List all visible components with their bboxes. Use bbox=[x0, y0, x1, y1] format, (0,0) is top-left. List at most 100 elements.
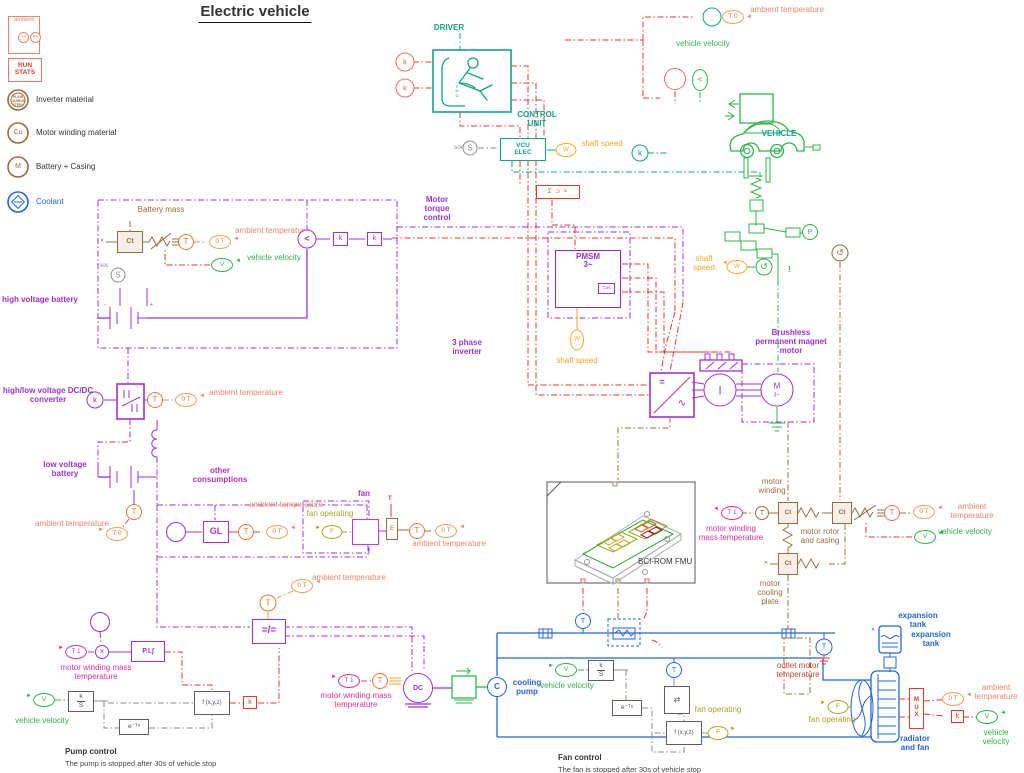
thermometer-sensor[interactable] bbox=[702, 7, 722, 27]
gain-block[interactable]: k bbox=[243, 696, 257, 709]
shaft-speed-label: shaft speed bbox=[693, 254, 715, 272]
power-sensor[interactable]: P bbox=[802, 224, 818, 240]
coolant-temperature-sensor[interactable]: T bbox=[666, 662, 682, 678]
ambient-temperature-tag[interactable]: 0 T bbox=[291, 579, 313, 593]
motor-winding-temp-tag[interactable]: T 1 bbox=[65, 645, 87, 659]
vehicle-velocity-tag[interactable]: V bbox=[976, 710, 998, 724]
function-block[interactable]: f (x,y,z) bbox=[666, 721, 702, 745]
coolant-temperature-sensor[interactable]: T bbox=[575, 613, 591, 629]
soc-sensor[interactable]: S bbox=[462, 140, 478, 156]
arrow-icon: ◄ bbox=[937, 505, 943, 511]
inverter-dc-symbol: = bbox=[659, 377, 665, 387]
constant-source[interactable]: k bbox=[395, 52, 415, 72]
ambient-temperature-tag[interactable]: T 0 bbox=[106, 527, 128, 541]
velocity-comparator[interactable]: < bbox=[692, 69, 708, 91]
torque-sensor[interactable]: ↺ bbox=[831, 244, 849, 262]
rotary-speed-sensor[interactable]: ↺ bbox=[755, 258, 773, 276]
signal-demux-block[interactable]: Σ ⊃ × bbox=[536, 185, 580, 199]
arrow-icon: ► bbox=[820, 700, 826, 706]
temperature-sensor[interactable]: T bbox=[884, 505, 900, 521]
constant-source[interactable]: k bbox=[631, 144, 649, 162]
shaft-speed-tag[interactable]: W bbox=[570, 329, 584, 351]
soc-sensor[interactable]: S bbox=[110, 267, 126, 283]
dc-motor[interactable]: DC bbox=[403, 673, 433, 703]
temperature-sensor[interactable]: T bbox=[147, 392, 163, 408]
temperature-sensor[interactable]: T bbox=[755, 506, 769, 520]
frac-s: S bbox=[596, 670, 606, 678]
temperature-sensor[interactable]: T bbox=[372, 673, 388, 689]
temperature-sensor[interactable]: T bbox=[178, 234, 194, 250]
ambient-temperature-tag[interactable]: 0 T bbox=[942, 692, 964, 706]
mux-block[interactable]: MUX bbox=[909, 688, 924, 729]
electrical-load-block[interactable]: GL bbox=[203, 521, 229, 543]
bci-rom-fmu-label: BCI-ROM FMU bbox=[638, 557, 693, 566]
ambient-temperature-tag[interactable]: 0 T bbox=[435, 524, 457, 538]
waveform-source[interactable] bbox=[166, 522, 186, 542]
driver-icon[interactable] bbox=[432, 49, 512, 113]
pi-controller-block[interactable]: P.I.∫ bbox=[131, 641, 165, 662]
closed-port-icon: ✕ bbox=[871, 627, 876, 633]
coolant-pump[interactable]: C bbox=[487, 677, 507, 697]
fan-operating-tag[interactable]: F bbox=[321, 525, 343, 539]
ambient-temperature-tag[interactable]: T 0 bbox=[722, 10, 744, 24]
vehicle-velocity-tag[interactable]: V bbox=[914, 530, 936, 544]
arrow-icon: ► bbox=[730, 726, 736, 732]
thermal-capacity-block[interactable]: Ct bbox=[778, 502, 798, 524]
thermal-capacity-block[interactable]: Ct bbox=[117, 231, 143, 253]
delay-block[interactable]: e⁻ᵀˢ bbox=[119, 719, 149, 735]
vehicle-velocity-label: vehicle velocity bbox=[247, 253, 301, 262]
constant-source[interactable]: k bbox=[86, 391, 104, 409]
dc-dc-motor-supply-block[interactable]: =/= bbox=[252, 619, 286, 644]
fan-operating-tag[interactable]: F bbox=[707, 726, 729, 740]
function-block[interactable]: f (x,y,z) bbox=[194, 691, 230, 715]
ambient-source-block[interactable]: ambient TA PA bbox=[8, 16, 41, 54]
ambient-label: ambient bbox=[14, 17, 34, 23]
thermal-capacity-block[interactable]: Ct bbox=[778, 553, 798, 575]
mux-label: MUX bbox=[914, 697, 919, 719]
run-stats-block[interactable]: RUN STATS bbox=[8, 58, 42, 82]
ambient-temperature-tag[interactable]: 0 T bbox=[913, 505, 935, 519]
motor-winding-temp-tag[interactable]: T 1 bbox=[338, 674, 360, 688]
vehicle-velocity-tag[interactable]: V bbox=[555, 663, 577, 677]
gain-block[interactable]: k bbox=[367, 232, 382, 246]
hysteresis-block[interactable]: ⇄ bbox=[664, 686, 690, 714]
heat-sensor-block[interactable]: E bbox=[386, 518, 398, 540]
coolant-temperature-sensor[interactable]: T bbox=[815, 638, 833, 656]
constant-source[interactable]: k bbox=[395, 78, 415, 98]
signal-dial[interactable] bbox=[90, 612, 110, 632]
environment-image[interactable] bbox=[725, 93, 774, 124]
battery-mass-label: Battery mass bbox=[137, 205, 185, 214]
cos-block[interactable]: Cos bbox=[598, 283, 615, 294]
multiplier[interactable]: × bbox=[95, 645, 109, 659]
gain-block[interactable]: k bbox=[333, 232, 348, 246]
fan-block[interactable] bbox=[352, 519, 379, 545]
thermal-capacity-block[interactable]: Ct bbox=[832, 502, 852, 524]
comparator[interactable]: < bbox=[297, 229, 317, 249]
car-icon[interactable] bbox=[729, 120, 821, 183]
temperature-sensor[interactable]: T bbox=[409, 523, 425, 539]
fan-operating-tag[interactable]: F bbox=[827, 700, 849, 714]
ambient-temperature-label: ambient temperature bbox=[974, 683, 1018, 701]
vehicle-velocity-tag[interactable]: V bbox=[211, 258, 233, 272]
ambient-temperature-tag[interactable]: 0 T bbox=[175, 393, 197, 407]
temperature-sensor[interactable]: T bbox=[238, 524, 254, 540]
temperature-sensor[interactable]: T bbox=[259, 594, 277, 612]
vcu-elec-block[interactable]: VCU ELEC bbox=[500, 138, 546, 161]
ambient-temperature-tag[interactable]: 0 T bbox=[209, 235, 231, 249]
shaft-speed-tag[interactable]: W bbox=[726, 260, 748, 274]
motor-winding-temp-goto-tag[interactable]: T 1 bbox=[721, 506, 743, 520]
delay-block[interactable]: e⁻ᵀˢ bbox=[612, 700, 642, 716]
vehicle-velocity-tag[interactable]: V bbox=[33, 693, 55, 707]
signal-dial[interactable] bbox=[664, 68, 686, 90]
shaft-speed-tag[interactable]: W bbox=[555, 143, 577, 157]
current-sensor[interactable]: I bbox=[703, 373, 737, 407]
motor-3ph-label: 3~ bbox=[773, 392, 780, 398]
ambient-temperature-tag[interactable]: 0 T bbox=[266, 525, 288, 539]
temperature-sensor[interactable]: T bbox=[126, 504, 142, 520]
bci-rom-fmu-image[interactable] bbox=[546, 481, 696, 585]
gain-block[interactable]: k bbox=[951, 710, 964, 723]
